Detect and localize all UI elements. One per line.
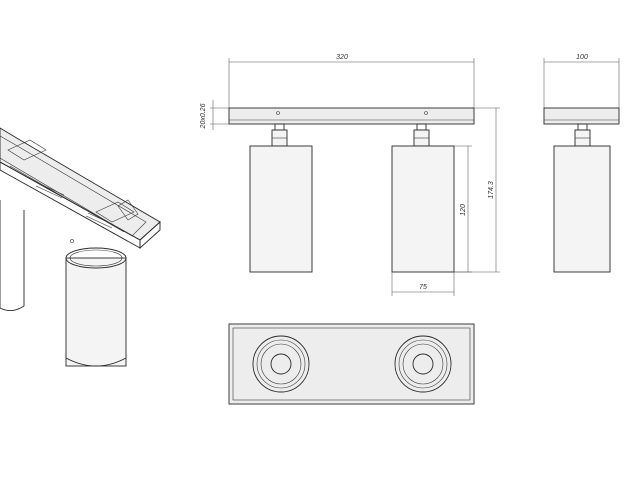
iso-cross-member-2: [95, 201, 135, 223]
front-screw-2: [424, 111, 428, 115]
iso-rail: [9, 165, 125, 233]
iso-plate-end: [139, 220, 161, 250]
side-view: 100: [543, 54, 620, 273]
dim-75-label: 75: [419, 284, 427, 291]
iso-cylinder-1: [0, 200, 25, 311]
dim-120-label: 120: [460, 204, 467, 216]
iso-plate-recess: [0, 135, 147, 237]
isometric-view: [0, 127, 161, 367]
bottom-lens-1: [252, 335, 310, 393]
front-plate: [228, 107, 475, 125]
iso-cylinder-2: [65, 247, 127, 367]
front-screw-1: [276, 111, 280, 115]
dim-100-label: 100: [576, 54, 588, 61]
bottom-plate-inner: [232, 327, 471, 401]
iso-cross-member-3: [117, 199, 139, 221]
front-spot-1: [249, 123, 313, 273]
iso-screw: [70, 239, 74, 243]
dim-320-label: 320: [336, 54, 348, 61]
bottom-plate: [228, 323, 475, 405]
dim-plate-label: 20x0.26: [200, 103, 207, 129]
dim-174-label: 174.3: [488, 181, 495, 199]
bottom-view: [228, 323, 475, 405]
side-spot: [553, 123, 611, 273]
side-plate: [543, 107, 620, 125]
bottom-lens-2: [394, 335, 452, 393]
iso-cross-member-1: [7, 139, 47, 161]
front-spot-2: [391, 123, 455, 273]
iso-slot-2: [85, 215, 113, 229]
iso-slot-1: [35, 185, 63, 199]
front-view: 320 20x0.26 120: [200, 54, 500, 296]
